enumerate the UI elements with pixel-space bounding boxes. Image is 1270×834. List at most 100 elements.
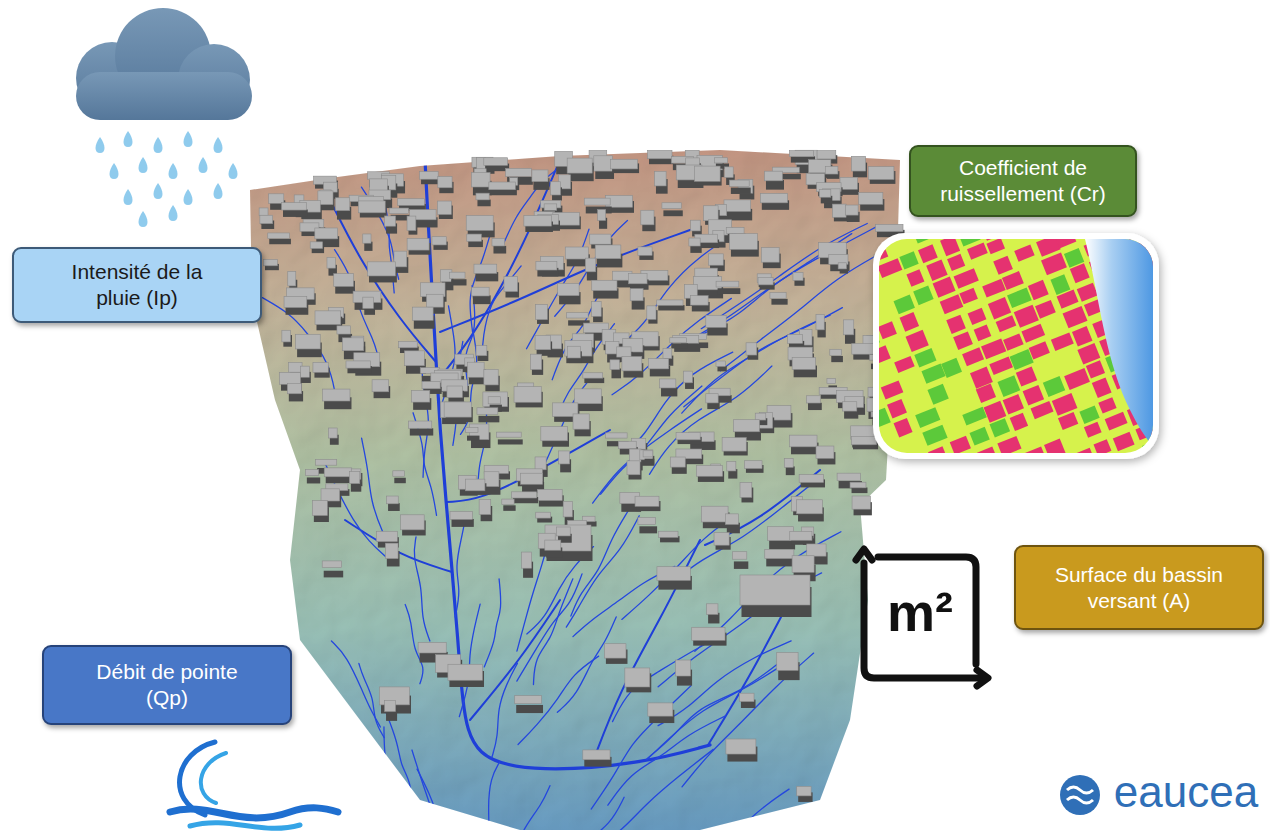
building-roof (799, 474, 823, 482)
stream-line (455, 519, 465, 617)
map-parcel (990, 418, 1011, 437)
building-roof (305, 470, 318, 476)
building-roof (660, 379, 676, 388)
building-side (493, 246, 506, 254)
map-parcel (893, 295, 914, 315)
map-parcel (1077, 343, 1100, 365)
map-parcel (879, 408, 891, 430)
building-roof (816, 446, 834, 458)
map-parcel (1035, 300, 1056, 319)
building-roof (627, 461, 640, 475)
stream-line (517, 574, 582, 681)
building-roof (643, 451, 653, 457)
building-roof (506, 168, 532, 176)
map-parcel (1077, 283, 1098, 302)
building-roof (654, 171, 666, 186)
building-side (283, 210, 308, 217)
map-parcel (997, 375, 1020, 397)
map-parcel (970, 427, 990, 446)
map-parcel (1014, 244, 1034, 261)
building-roof (663, 348, 672, 358)
building-roof (761, 248, 779, 263)
building-roof (670, 457, 685, 467)
building-roof (342, 338, 363, 351)
map-parcel (879, 321, 897, 339)
map-parcel (1007, 288, 1032, 309)
building-roof (714, 532, 729, 545)
building-roof (537, 489, 562, 500)
area-frame (864, 563, 980, 678)
building-roof (565, 247, 588, 259)
rain-drop (169, 205, 178, 221)
building-side (671, 343, 688, 348)
building-roof (689, 238, 700, 246)
building-roof (657, 300, 683, 305)
building-roof (638, 247, 652, 255)
building-roof (514, 387, 541, 403)
land-use-map (879, 239, 1153, 453)
building-roof (263, 260, 277, 266)
building-roof (807, 396, 821, 403)
building-roof (622, 357, 642, 371)
building-side (518, 474, 544, 486)
building-roof (563, 502, 572, 517)
building-roof (504, 277, 518, 292)
map-parcel (1072, 326, 1093, 347)
building-roof (559, 451, 570, 464)
building-side (394, 478, 405, 483)
stream-line (623, 352, 733, 453)
building-roof (535, 335, 551, 349)
building-roof (726, 227, 744, 233)
building-roof (312, 501, 327, 516)
building-roof (691, 220, 701, 231)
building-roof (610, 360, 620, 370)
map-parcel (1105, 412, 1128, 431)
stream-line (324, 462, 385, 557)
building-roof (583, 750, 610, 760)
stream-line (696, 234, 852, 337)
building-roof (489, 182, 516, 190)
rain-drop (169, 163, 178, 179)
building-roof (259, 208, 268, 216)
building-roof (584, 198, 610, 205)
building-roof (733, 420, 759, 432)
building-roof (394, 251, 407, 267)
map-parcel (918, 244, 938, 263)
building-roof (313, 362, 328, 372)
building-roof (777, 652, 798, 670)
building-roof (363, 297, 374, 308)
building-roof (536, 512, 551, 518)
building-roof (819, 190, 831, 198)
building-roof (282, 330, 291, 342)
building-roof (770, 293, 786, 299)
building-roof (321, 489, 340, 501)
building-roof (648, 150, 672, 158)
map-parcel (989, 356, 1013, 375)
stream-line (527, 229, 589, 348)
building-roof (729, 234, 757, 250)
building-side (734, 561, 748, 568)
building-roof (662, 203, 681, 209)
building-roof (405, 351, 425, 366)
building-side (611, 368, 621, 378)
building-roof (467, 234, 482, 241)
map-parcel (922, 425, 947, 446)
building-roof (583, 373, 603, 378)
building-roof (629, 449, 641, 462)
building-roof (648, 358, 668, 368)
building-roof (694, 166, 720, 181)
building-roof (521, 473, 543, 484)
building-roof (476, 346, 487, 356)
building-roof (502, 499, 514, 505)
building-roof (385, 216, 396, 226)
map-parcel (879, 345, 891, 366)
building-side (307, 477, 320, 483)
stream-line (412, 750, 438, 834)
building-roof (724, 200, 751, 212)
building-roof (450, 511, 472, 519)
brand-logo-icon (1060, 775, 1100, 815)
map-parcel (1092, 378, 1112, 399)
building-roof (334, 274, 354, 287)
building-roof (522, 552, 532, 568)
building-side (831, 356, 843, 362)
